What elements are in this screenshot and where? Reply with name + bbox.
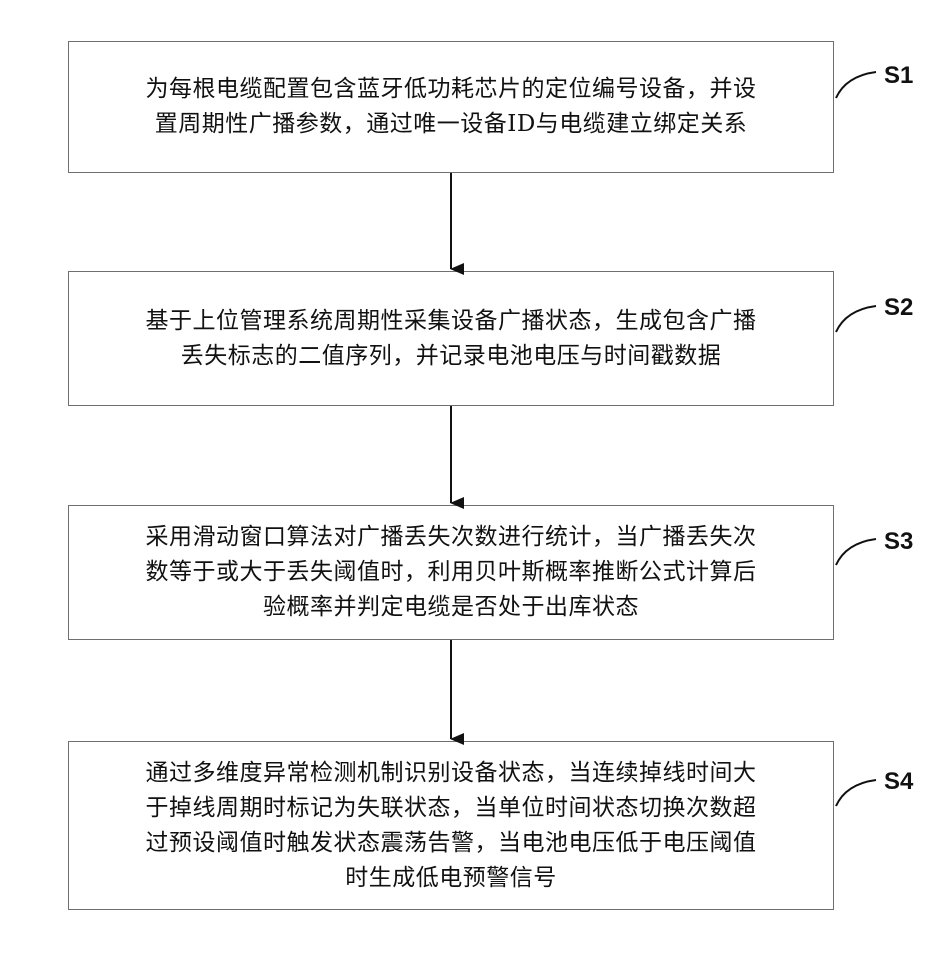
- step-box-s3: 采用滑动窗口算法对广播丢失次数进行统计，当广播丢失次 数等于或大于丢失阈值时，利…: [68, 505, 834, 640]
- step-text-s4: 通过多维度异常检测机制识别设备状态，当连续掉线时间大 于掉线周期时标记为失联状态…: [146, 756, 757, 896]
- step-text-s3: 采用滑动窗口算法对广播丢失次数进行统计，当广播丢失次 数等于或大于丢失阈值时，利…: [146, 520, 757, 625]
- step-label-s2: S2: [884, 294, 913, 322]
- step-label-s4: S4: [884, 768, 913, 796]
- label-curve-s2: [836, 306, 876, 332]
- step-label-s3: S3: [884, 528, 913, 556]
- step-text-s1: 为每根电缆配置包含蓝牙低功耗芯片的定位编号设备，并设 置周期性广播参数，通过唯一…: [146, 72, 757, 142]
- label-curve-s3: [836, 539, 876, 565]
- step-box-s1: 为每根电缆配置包含蓝牙低功耗芯片的定位编号设备，并设 置周期性广播参数，通过唯一…: [68, 41, 834, 173]
- step-box-s2: 基于上位管理系统周期性采集设备广播状态，生成包含广播 丢失标志的二值序列，并记录…: [68, 271, 834, 406]
- label-curve-s1: [836, 72, 876, 98]
- label-curve-s4: [836, 780, 876, 806]
- step-text-s2: 基于上位管理系统周期性采集设备广播状态，生成包含广播 丢失标志的二值序列，并记录…: [146, 304, 757, 374]
- step-label-s1: S1: [884, 62, 913, 90]
- step-box-s4: 通过多维度异常检测机制识别设备状态，当连续掉线时间大 于掉线周期时标记为失联状态…: [68, 741, 834, 910]
